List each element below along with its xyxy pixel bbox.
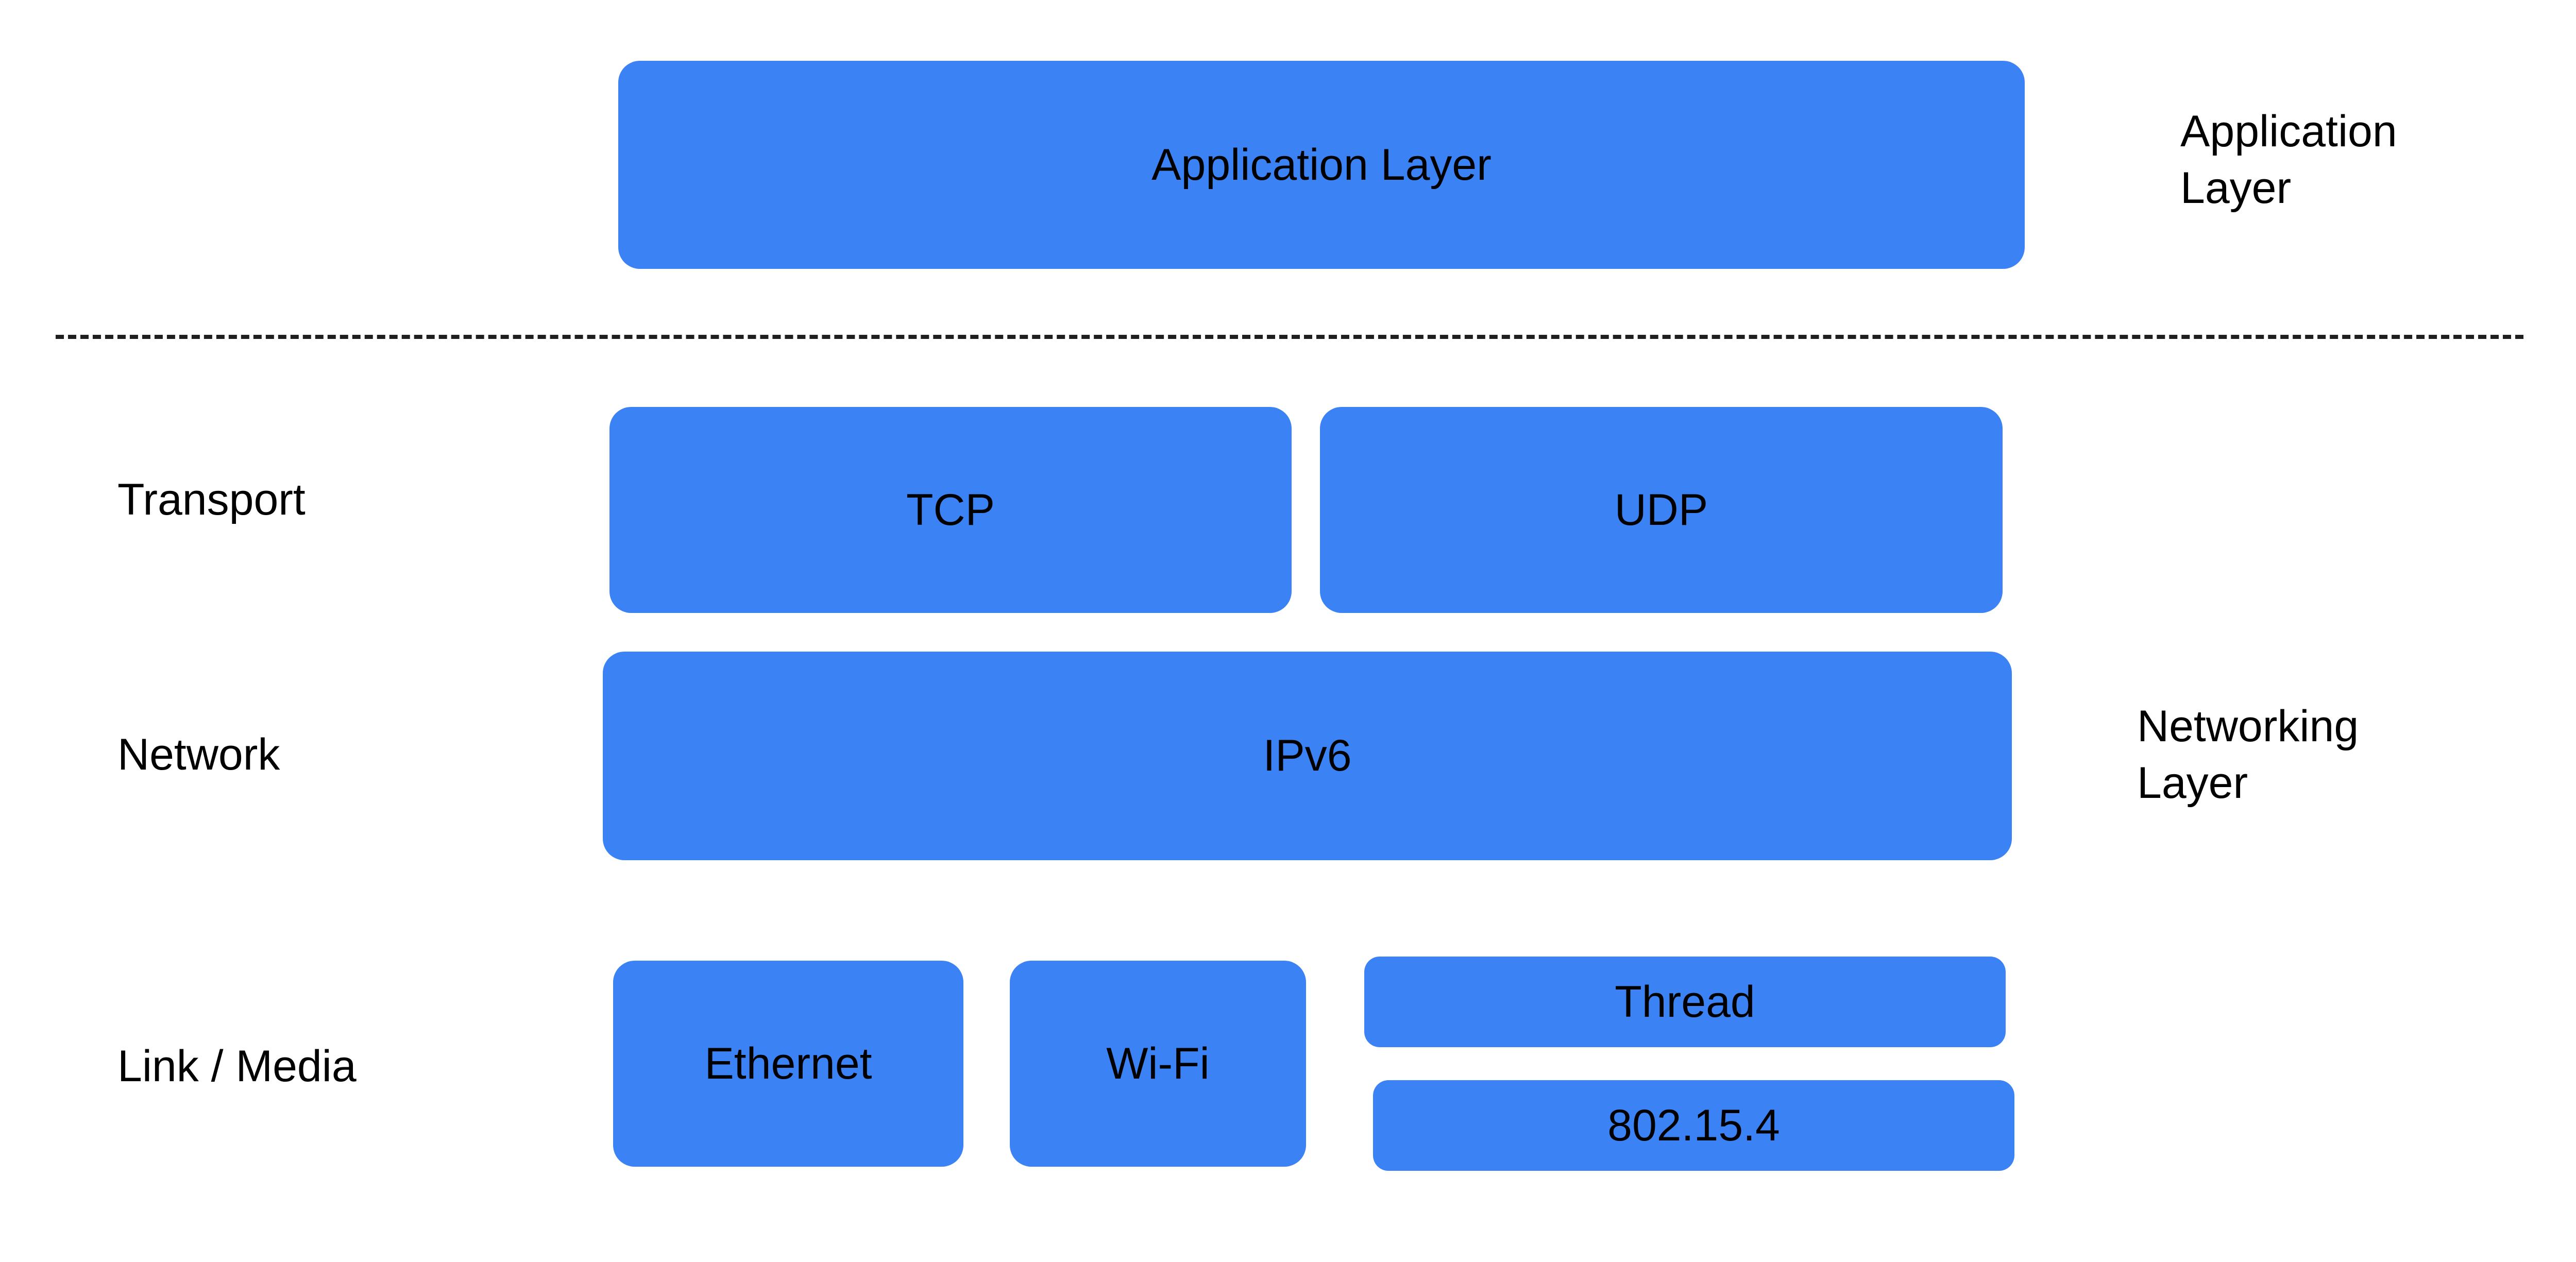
left-label-network: Network xyxy=(117,730,280,779)
box-ethernet[interactable]: Ethernet xyxy=(613,961,963,1167)
right-label-application-layer: Application Layer xyxy=(2180,107,2397,213)
box-ipv6[interactable]: IPv6 xyxy=(603,652,2012,860)
box-label-ipv6: IPv6 xyxy=(1263,731,1352,781)
box-thread[interactable]: Thread xyxy=(1364,957,2006,1047)
left-label-link-media: Link / Media xyxy=(117,1042,357,1091)
box-label-thread: Thread xyxy=(1615,977,1755,1027)
box-application-layer[interactable]: Application Layer xyxy=(618,61,2025,269)
box-udp[interactable]: UDP xyxy=(1320,407,2003,613)
box-label-tcp: TCP xyxy=(906,485,995,535)
right-label-networking-layer: Networking Layer xyxy=(2137,702,2359,808)
box-label-wifi: Wi-Fi xyxy=(1106,1038,1210,1088)
box-tcp[interactable]: TCP xyxy=(609,407,1292,613)
left-label-transport: Transport xyxy=(117,475,306,524)
box-wifi[interactable]: Wi-Fi xyxy=(1010,961,1306,1167)
box-label-application-layer: Application Layer xyxy=(1151,140,1492,190)
box-label-ethernet: Ethernet xyxy=(704,1038,872,1088)
box-ieee-802-15-4[interactable]: 802.15.4 xyxy=(1373,1080,2014,1171)
box-label-ieee-802-15-4: 802.15.4 xyxy=(1607,1100,1780,1150)
layer-divider xyxy=(56,335,2523,339)
box-label-udp: UDP xyxy=(1614,485,1708,535)
